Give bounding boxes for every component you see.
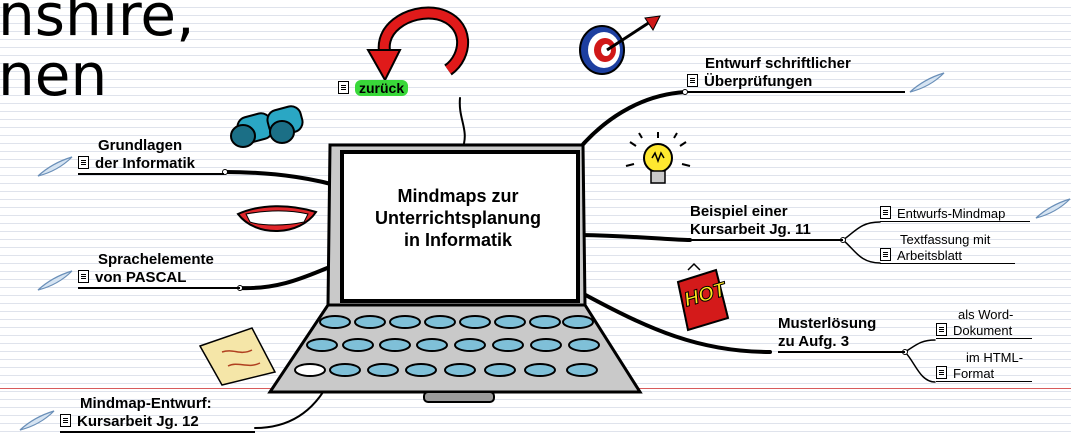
branch-sprache-link[interactable]: von PASCAL: [78, 269, 240, 289]
document-icon: [936, 366, 947, 379]
branch-grundlagen-line1: Grundlagen: [98, 137, 183, 154]
branch-back: [458, 97, 466, 151]
document-icon: [936, 323, 947, 336]
target-icon: [579, 15, 661, 75]
branch-pruefung-line1: Entwurf schriftlicher: [705, 55, 851, 72]
feather-icon-pruefung: [909, 72, 945, 93]
document-icon: [60, 414, 71, 427]
feather-icon-sprache: [37, 270, 73, 291]
branch-muster-line1: Musterlösung: [778, 315, 877, 332]
branch-entwurf12-line2[interactable]: Kursarbeit Jg. 12: [77, 413, 199, 430]
sub-arbeitsblatt-link[interactable]: Arbeitsblatt: [880, 248, 1015, 264]
sub-textfassung-line1: Textfassung mit: [900, 232, 991, 247]
document-icon: [880, 206, 891, 219]
branch-muster: [578, 290, 772, 354]
feather-icon-grundlagen: [37, 156, 73, 177]
branch-grundlagen: [223, 170, 347, 190]
refresh-arrow-icon: [366, 6, 469, 83]
sub-word-label[interactable]: Dokument: [953, 323, 1013, 338]
central-topic-line2: Unterrichtsplanung: [374, 208, 541, 228]
branch-grundlagen-line2[interactable]: der Informatik: [95, 155, 196, 172]
document-icon: [78, 156, 89, 169]
branch-pruefung-link[interactable]: Überprüfungen: [687, 73, 905, 93]
sub-arbeitsblatt-label[interactable]: Arbeitsblatt: [897, 248, 963, 263]
sub-entwurfs-mindmap-label[interactable]: Entwurfs-Mindmap: [897, 206, 1006, 221]
smiling-mouth-icon: [236, 205, 318, 232]
sub-html-label[interactable]: Format: [953, 366, 995, 381]
back-link[interactable]: zurück: [338, 80, 409, 96]
branch-beispiel: [578, 233, 692, 242]
document-icon: [78, 270, 89, 283]
hot-sign-icon: [676, 262, 730, 332]
branch-sprache-line1: Sprachelemente: [98, 251, 214, 268]
branch-entwurf12-link[interactable]: Kursarbeit Jg. 12: [60, 413, 255, 433]
sub-html-line1: im HTML-: [966, 350, 1024, 365]
light-bulb-icon: [625, 132, 691, 184]
binoculars-icon: [230, 105, 304, 148]
document-icon: [880, 248, 891, 261]
laptop-screen: [340, 150, 580, 303]
branch-beispiel-line1: Beispiel einer: [690, 203, 788, 220]
sub-entwurfs-mindmap-link[interactable]: Entwurfs-Mindmap: [880, 206, 1030, 222]
branch-sprache-line2[interactable]: von PASCAL: [95, 269, 187, 286]
central-topic-line1: Mindmaps zur: [397, 186, 519, 206]
branch-entwurf12-line1: Mindmap-Entwurf:: [80, 395, 212, 412]
sub-word-line1: als Word-: [958, 307, 1014, 322]
central-topic: Mindmaps zur Unterrichtsplanung in Infor…: [344, 185, 572, 251]
central-topic-line3: in Informatik: [403, 230, 512, 250]
slide-title-line2: nen: [0, 41, 108, 109]
slide-title-line1: nshire,: [0, 0, 195, 49]
branch-pruefung-line2[interactable]: Überprüfungen: [704, 73, 813, 90]
document-icon: [687, 74, 698, 87]
sub-word-link[interactable]: Dokument: [936, 323, 1032, 339]
feather-icon-entwurfs-mindmap: [1035, 198, 1071, 219]
branch-beispiel-line2: Kursarbeit Jg. 11: [690, 221, 843, 241]
document-icon: [338, 81, 349, 94]
sub-html-link[interactable]: Format: [936, 366, 1032, 382]
branch-grundlagen-link[interactable]: der Informatik: [78, 155, 224, 175]
treasure-map-icon: [198, 327, 277, 386]
branch-muster-line2: zu Aufg. 3: [778, 333, 905, 353]
back-link-label[interactable]: zurück: [355, 80, 409, 96]
feather-icon-entwurf12: [19, 410, 55, 431]
